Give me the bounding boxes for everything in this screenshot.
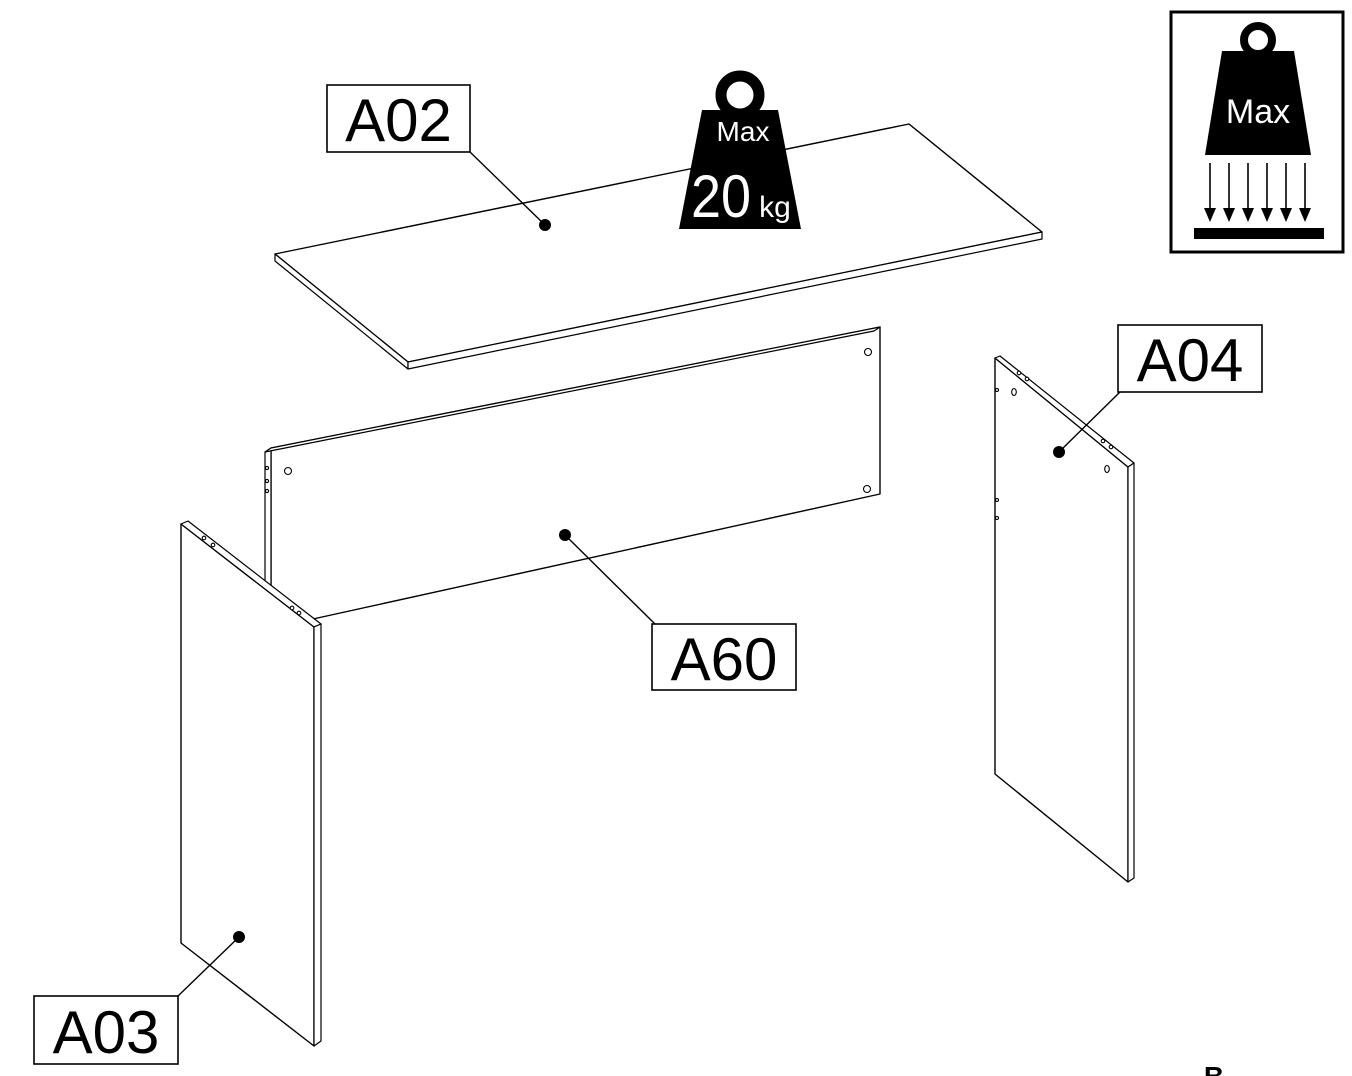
max-load-icon: Max bbox=[1169, 10, 1345, 254]
weight-limit-label: Max bbox=[717, 116, 770, 147]
load-arrows bbox=[1209, 163, 1306, 212]
panel-a02 bbox=[274, 123, 1043, 370]
label-a04-text: A04 bbox=[1137, 327, 1244, 394]
panel-a04 bbox=[994, 355, 1135, 883]
label-a02: A02 bbox=[326, 84, 471, 154]
weight-limit-icon: Max 20 kg bbox=[679, 70, 801, 230]
label-a60-text: A60 bbox=[671, 626, 778, 693]
max-load-label: Max bbox=[1226, 93, 1290, 131]
label-a03: A03 bbox=[33, 995, 179, 1066]
panel-a03 bbox=[180, 520, 322, 1047]
leader-a03 bbox=[177, 931, 245, 997]
label-a03-text: A03 bbox=[53, 999, 160, 1066]
label-a02-text: A02 bbox=[345, 87, 452, 154]
panel-a60 bbox=[264, 326, 881, 620]
cut-off-letter: B bbox=[1204, 1061, 1224, 1076]
leader-a60 bbox=[559, 529, 656, 625]
label-a60: A60 bbox=[651, 623, 797, 693]
weight-limit-value: 20 bbox=[691, 163, 751, 230]
leader-a02 bbox=[469, 151, 551, 231]
label-a04: A04 bbox=[1117, 324, 1263, 394]
weight-limit-unit: kg bbox=[759, 191, 791, 224]
leader-a04 bbox=[1053, 391, 1121, 458]
